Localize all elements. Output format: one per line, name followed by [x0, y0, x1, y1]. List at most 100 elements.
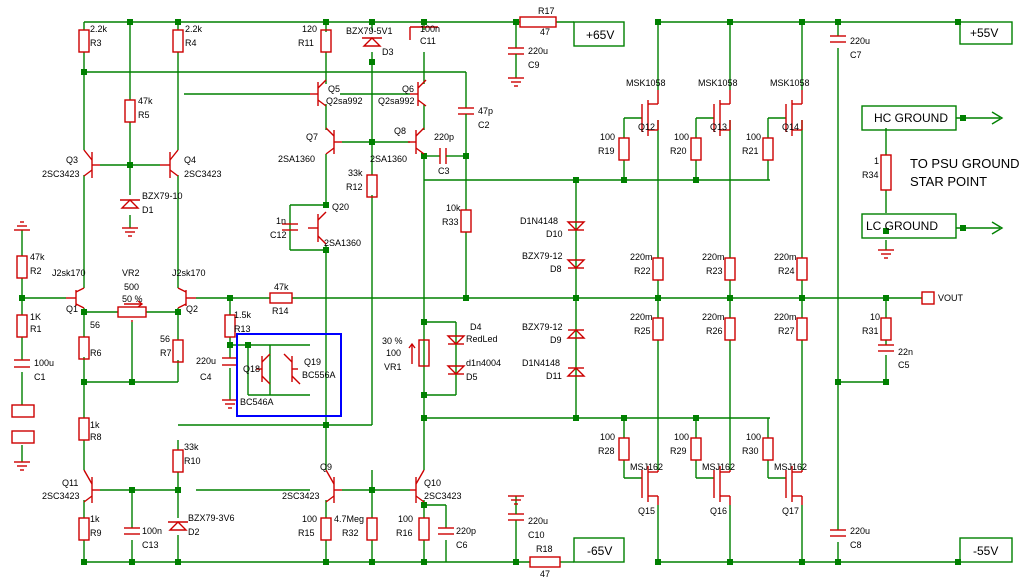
part-ref: R10 [184, 456, 201, 466]
resistor-r28 [618, 437, 630, 461]
resistors [16, 16, 892, 568]
capacitor-c2 [458, 107, 474, 130]
part-value: 220u [528, 46, 548, 56]
part-value: J2sk170 [52, 268, 86, 278]
part-ref: R3 [90, 38, 102, 48]
resistor-r12 [366, 174, 378, 198]
capacitor-c7 [830, 35, 846, 43]
resistor-r24 [796, 257, 808, 281]
part-value: MSK1058 [770, 78, 810, 88]
transistors [66, 79, 803, 505]
part-ref: C2 [478, 120, 490, 130]
lc-ground-label: LC GROUND [866, 219, 938, 233]
part-ref: Q4 [184, 155, 196, 165]
resistor-r22 [652, 257, 664, 281]
part-value: 100 [674, 432, 689, 442]
transistor-q15 [641, 466, 659, 505]
part-ref: R2 [30, 266, 42, 276]
diode-d10 [566, 221, 586, 231]
part-value: J2sk170 [172, 268, 206, 278]
part-ref: C12 [270, 230, 287, 240]
junction-dots [19, 19, 966, 565]
part-ref: Q5 [328, 84, 340, 94]
capacitor-c4 [222, 357, 238, 366]
arrow-right-icon [991, 111, 1004, 125]
part-value: BZX79-3V6 [188, 513, 235, 523]
resistor-r4 [172, 29, 184, 53]
ground-symbol [14, 221, 30, 231]
part-ref: R20 [670, 146, 687, 156]
part-ref: R19 [598, 146, 615, 156]
part-ref: Q6 [402, 84, 414, 94]
part-value: 10 [870, 312, 880, 322]
resistor-r21 [762, 137, 774, 161]
hc-ground-label: HC GROUND [874, 111, 948, 125]
part-value: 220m [774, 312, 797, 322]
part-value: 22n [898, 347, 913, 357]
transistor-q19 [283, 353, 301, 385]
part-value: 47k [30, 252, 45, 262]
potentiometer-vr2 [117, 306, 147, 318]
part-value: 220m [702, 252, 725, 262]
part-value: 1k [90, 514, 100, 524]
vout-terminal-icon [921, 291, 935, 305]
part-value: MSJ162 [774, 462, 807, 472]
capacitor-c8 [830, 529, 846, 537]
part-value: 100u [34, 358, 54, 368]
transistor-q5 [310, 79, 327, 107]
part-ref: R31 [862, 326, 879, 336]
resistor-r11 [320, 29, 332, 53]
part-ref: R24 [778, 266, 795, 276]
part-value: 220u [528, 516, 548, 526]
part-ref: D8 [550, 264, 562, 274]
rail-box-pos65 [573, 21, 625, 47]
part-ref: D2 [188, 527, 200, 537]
part-value: 33k [348, 168, 363, 178]
part-ref: R16 [396, 528, 413, 538]
transistor-q14 [785, 90, 803, 136]
part-value: 2SC3423 [184, 169, 222, 179]
part-ref: D11 [546, 371, 562, 381]
part-ref: R32 [342, 528, 359, 538]
rail-label-pos65: +65V [586, 28, 614, 42]
transistor-q10 [410, 469, 425, 503]
part-value: RedLed [466, 334, 498, 344]
part-value: BZX79-12 [522, 322, 563, 332]
part-ref: R17 [538, 6, 555, 16]
part-ref: C3 [438, 166, 450, 176]
resistor-r15 [320, 517, 332, 541]
part-ref: C7 [850, 50, 862, 60]
part-value: 2SA1360 [370, 154, 407, 164]
part-value: 120 [302, 24, 317, 34]
rail-label-pos55: +55V [970, 26, 998, 40]
transistor-q8 [408, 127, 425, 155]
input-connector-icon [11, 430, 35, 444]
part-value: BZX79-10 [142, 191, 183, 201]
ground-symbols [11, 77, 1004, 505]
ground-symbol [508, 77, 524, 87]
resistor-r13 [224, 314, 236, 338]
part-ref: R33 [442, 217, 459, 227]
transistor-q7 [325, 127, 342, 155]
rail-box-pos55 [959, 21, 1013, 45]
part-value: MSK1058 [626, 78, 666, 88]
capacitor-c3 [439, 148, 456, 164]
part-value: 10k [446, 203, 461, 213]
diode-d8 [566, 259, 586, 269]
part-ref: VR2 [122, 268, 140, 278]
part-value: 2SC3423 [42, 169, 80, 179]
part-value: 1.5k [234, 310, 252, 320]
part-ref: D3 [382, 47, 394, 57]
resistor-r7 [172, 339, 184, 363]
part-ref: D4 [470, 322, 482, 332]
transistor-q4 [160, 149, 179, 178]
transistor-q16 [713, 466, 731, 505]
part-value: 220m [702, 312, 725, 322]
part-ref: Q10 [424, 478, 441, 488]
ground-symbol [222, 399, 238, 409]
part-ref: R7 [160, 348, 172, 358]
part-value: 220p [434, 132, 454, 142]
capacitor-c1 [14, 359, 30, 368]
part-value: 2SA1360 [278, 154, 315, 164]
